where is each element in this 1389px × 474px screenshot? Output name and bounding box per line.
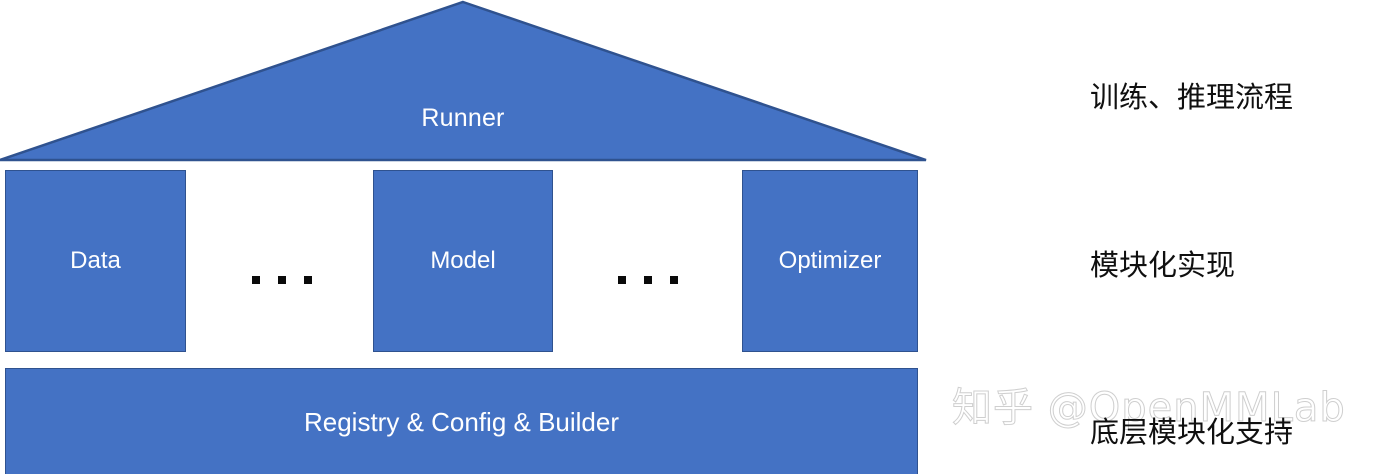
pillar-optimizer[interactable]: Optimizer [742,170,918,352]
pillar-data-label: Data [70,247,121,274]
pillar-model[interactable]: Model [373,170,553,352]
ellipsis-dot [252,276,260,284]
ellipsis-dot [304,276,312,284]
annotation-training-inference-flow: 训练、推理流程 [1090,80,1294,114]
roof-triangle-icon [0,0,927,162]
ellipsis-left [252,272,312,288]
ellipsis-dot [670,276,678,284]
foundation-label: Registry & Config & Builder [303,407,620,437]
ellipsis-dot [618,276,626,284]
pillar-data[interactable]: Data [5,170,186,352]
roof-group: Runner [0,0,930,166]
ellipsis-dot [644,276,652,284]
ellipsis-dot [278,276,286,284]
ellipsis-right [618,272,678,288]
pillar-model-label: Model [430,247,496,274]
annotation-low-level-modular-support: 底层模块化支持 [1090,415,1294,449]
foundation-bar[interactable]: Registry & Config & Builder [5,368,918,474]
annotation-modular-implementation: 模块化实现 [1090,248,1236,282]
pillar-optimizer-label: Optimizer [778,247,882,274]
